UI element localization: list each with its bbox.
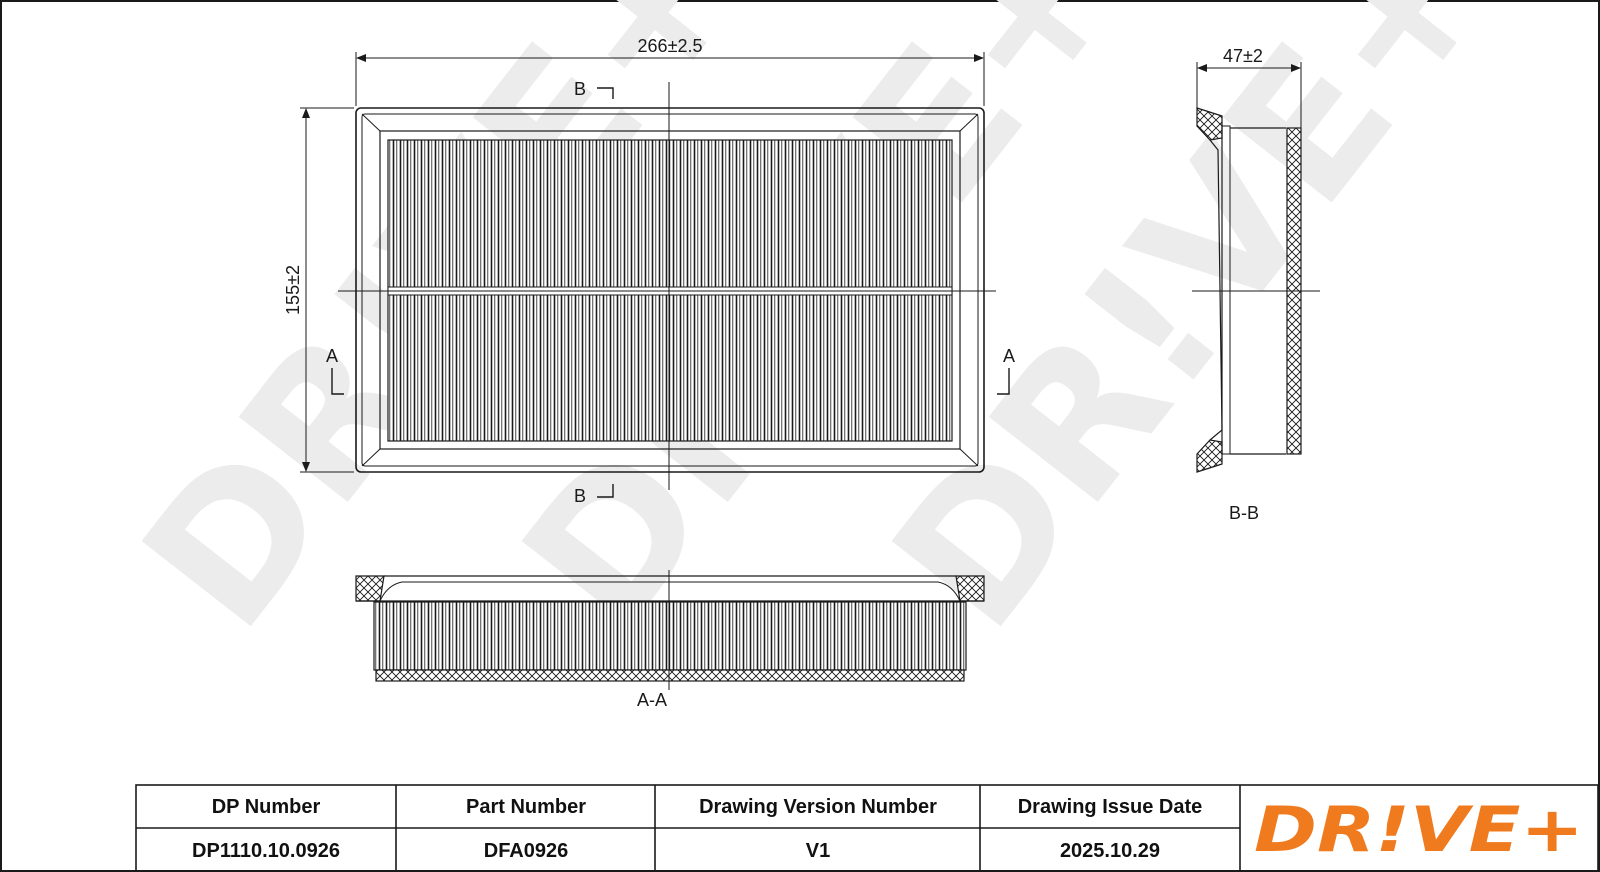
header-drawing-version: Drawing Version Number [699,796,937,818]
media-mesh-bottom [375,669,965,682]
frame-wall [1221,125,1231,455]
header-issue-date: Drawing Issue Date [1018,796,1203,818]
header-dp-number: DP Number [212,796,321,818]
value-dp-number: DP1110.10.0926 [192,840,340,862]
title-block [135,784,1599,872]
section-a-right-label: A [1003,346,1015,366]
section-bb-label: B-B [1229,503,1259,523]
section-b-top-arrow [597,87,614,99]
section-a-left-arrow [331,368,344,395]
value-issue-date: 2025.10.29 [1060,840,1160,862]
top-view [300,52,1010,498]
frame-lip [361,113,979,467]
seal-right [955,575,985,602]
value-part-number: DFA0926 [484,840,569,862]
drive-plus-logo: DR!VE+ [1254,793,1584,866]
seal-left [355,575,385,602]
header-part-number: Part Number [466,796,586,818]
section-b-bottom-label: B [574,486,586,506]
inner-frame [379,130,961,450]
media-pleats [373,601,967,671]
frame-curve [379,581,961,602]
dimension-length: 266±2.5 [638,36,703,56]
section-bb-view [1192,62,1320,473]
section-aa-view [355,570,985,690]
section-a-left-label: A [326,346,338,366]
seal-bottom [1196,439,1223,473]
section-a-right-arrow [997,368,1010,395]
seal-top [1196,107,1223,141]
frame-corners [361,113,979,467]
section-b-top-label: B [574,79,586,99]
section-aa-label: A-A [637,690,667,710]
dimension-width: 155±2 [283,265,303,315]
frame-side [1209,139,1223,441]
value-drawing-version: V1 [806,840,830,862]
dimension-height: 47±2 [1223,46,1263,66]
outer-frame [355,107,985,473]
section-b-bottom-arrow [597,484,614,498]
